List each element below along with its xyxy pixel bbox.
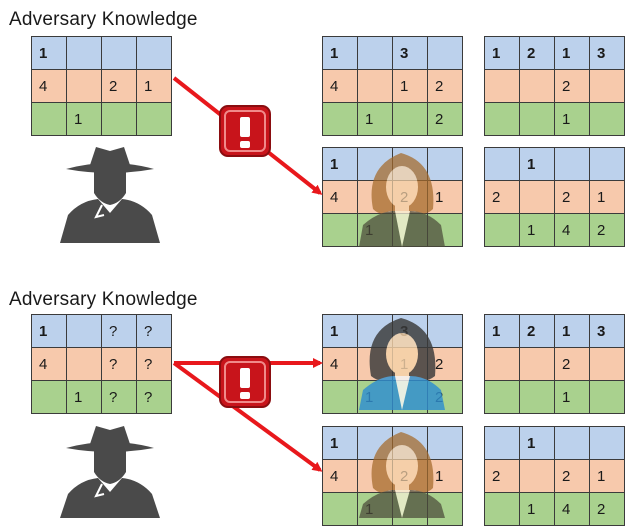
table-cell: 4 bbox=[555, 214, 590, 247]
table-cell: 2 bbox=[555, 70, 590, 103]
table-cell: 1 bbox=[32, 37, 67, 70]
table-cell bbox=[590, 148, 625, 181]
table-cell: 1 bbox=[323, 148, 358, 181]
link-arrow bbox=[172, 76, 323, 195]
table-cell bbox=[520, 103, 555, 136]
table-cell bbox=[67, 70, 102, 103]
table-cell bbox=[358, 37, 393, 70]
table-cell bbox=[67, 315, 102, 348]
table-cell: 1 bbox=[555, 315, 590, 348]
table-cell bbox=[485, 214, 520, 247]
table-cell bbox=[485, 381, 520, 414]
table-cell: 2 bbox=[485, 181, 520, 214]
table-cell: 2 bbox=[485, 460, 520, 493]
table-cell bbox=[520, 381, 555, 414]
table-cell: ? bbox=[137, 315, 172, 348]
table-cell bbox=[137, 103, 172, 136]
table-cell: 2 bbox=[102, 70, 137, 103]
table-cell bbox=[393, 103, 428, 136]
table-cell bbox=[485, 103, 520, 136]
table-cell: 1 bbox=[590, 181, 625, 214]
table-cell bbox=[520, 460, 555, 493]
table-cell: 1 bbox=[32, 315, 67, 348]
table-cell bbox=[323, 381, 358, 414]
table-cell bbox=[358, 70, 393, 103]
table-cell: 2 bbox=[555, 460, 590, 493]
table-cell: 1 bbox=[323, 37, 358, 70]
table-cell bbox=[485, 348, 520, 381]
table-cell: 1 bbox=[428, 460, 463, 493]
link-arrow bbox=[172, 361, 323, 472]
table-cell bbox=[485, 427, 520, 460]
table-cell: 2 bbox=[428, 103, 463, 136]
table-cell: 2 bbox=[520, 37, 555, 70]
table-cell bbox=[555, 148, 590, 181]
table-cell bbox=[485, 148, 520, 181]
table-cell bbox=[137, 37, 172, 70]
table-cell bbox=[323, 103, 358, 136]
table-cell: 1 bbox=[137, 70, 172, 103]
table-cell: 1 bbox=[520, 214, 555, 247]
table-cell bbox=[428, 37, 463, 70]
table-cell: 2 bbox=[555, 181, 590, 214]
table-cell: 1 bbox=[323, 427, 358, 460]
table-cell: 3 bbox=[590, 315, 625, 348]
table-cell bbox=[520, 348, 555, 381]
table-cell bbox=[428, 148, 463, 181]
table-cell bbox=[102, 37, 137, 70]
table-cell bbox=[428, 427, 463, 460]
table-cell: 1 bbox=[555, 103, 590, 136]
table-cell: 1 bbox=[428, 181, 463, 214]
table-cell bbox=[485, 70, 520, 103]
table-cell: 1 bbox=[323, 315, 358, 348]
table-cell bbox=[67, 348, 102, 381]
table-cell: ? bbox=[102, 315, 137, 348]
table-cell: 3 bbox=[393, 37, 428, 70]
table-cell: 1 bbox=[485, 37, 520, 70]
table-cell bbox=[32, 103, 67, 136]
table-cell: 2 bbox=[428, 70, 463, 103]
table-cell: 1 bbox=[555, 381, 590, 414]
table-cell bbox=[520, 181, 555, 214]
table-cell bbox=[555, 427, 590, 460]
table-cell: 1 bbox=[485, 315, 520, 348]
table-cell: 4 bbox=[32, 348, 67, 381]
table-cell bbox=[67, 37, 102, 70]
table-cell: 1 bbox=[520, 427, 555, 460]
table-cell: 4 bbox=[323, 70, 358, 103]
table-cell: 4 bbox=[323, 348, 358, 381]
table-cell: 4 bbox=[32, 70, 67, 103]
table-cell: 1 bbox=[67, 103, 102, 136]
table-cell bbox=[590, 348, 625, 381]
panel-1-title: Adversary Knowledge bbox=[9, 9, 198, 30]
table-cell bbox=[323, 214, 358, 247]
table-cell: 1 bbox=[67, 381, 102, 414]
table-cell: 4 bbox=[323, 181, 358, 214]
table-cell: 2 bbox=[555, 348, 590, 381]
table-cell: 1 bbox=[555, 37, 590, 70]
table-cell: ? bbox=[102, 381, 137, 414]
table-cell: 1 bbox=[358, 103, 393, 136]
table-cell: 4 bbox=[323, 460, 358, 493]
table-cell: ? bbox=[137, 348, 172, 381]
table-cell bbox=[590, 70, 625, 103]
table-cell: 2 bbox=[520, 315, 555, 348]
table-cell: ? bbox=[137, 381, 172, 414]
table-cell: 1 bbox=[520, 148, 555, 181]
table-cell: 1 bbox=[393, 70, 428, 103]
table-cell bbox=[590, 381, 625, 414]
table-cell bbox=[102, 103, 137, 136]
table-cell: ? bbox=[102, 348, 137, 381]
table-cell bbox=[520, 70, 555, 103]
table-cell bbox=[32, 381, 67, 414]
adversary-known-table: 1??4??1?? bbox=[31, 314, 172, 414]
panel-2-title: Adversary Knowledge bbox=[9, 289, 198, 310]
